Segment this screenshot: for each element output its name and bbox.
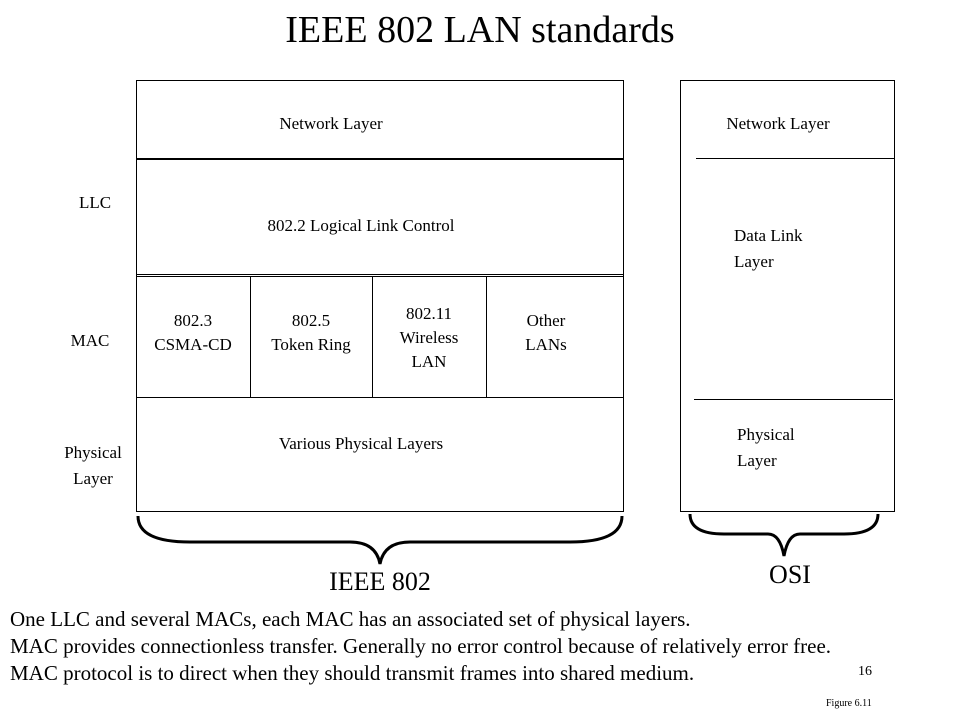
osi-network-layer-label: Network Layer [726,114,830,133]
osi-data-link-line1: Data Link [734,226,803,245]
mac-other-line2: LANs [525,335,567,354]
physical-side-label-line1: Physical [64,443,122,462]
page-title: IEEE 802 LAN standards [285,9,675,51]
physical-side-label: Physical Layer [58,440,128,492]
notes: One LLC and several MACs, each MAC has a… [10,606,955,687]
mac-cell-802-5: 802.5 Token Ring [250,309,372,357]
mac-other-line1: Other [526,311,566,330]
note-line-3: MAC protocol is to direct when they shou… [10,661,695,685]
osi-physical-label: Physical Layer [737,422,795,474]
mac-802-11-name-line1: Wireless [399,328,459,347]
mac-cell-802-11: 802.11 Wireless LAN [372,302,486,374]
mac-divider-1 [250,277,251,397]
llc-box-label: 802.2 Logical Link Control [267,216,455,235]
osi-physical-line1: Physical [737,425,795,444]
llc-side-label: LLC [78,193,112,212]
osi-stack [680,80,895,512]
figure-reference: Figure 6.11 [826,698,872,709]
ieee-network-layer-label: Network Layer [279,114,383,133]
mac-cell-other: Other LANs [486,309,606,357]
ieee-802-caption: IEEE 802 [329,567,431,596]
mac-802-5-name: Token Ring [271,335,351,354]
osi-physical-divider [694,399,893,400]
mac-802-3-name: CSMA-CD [154,335,232,354]
mac-802-5-number: 802.5 [291,311,331,330]
mac-802-11-number: 802.11 [405,304,453,323]
note-line-1: One LLC and several MACs, each MAC has a… [10,607,691,631]
osi-caption: OSI [769,560,811,589]
note-line-2: MAC provides connectionless transfer. Ge… [10,634,832,658]
osi-brace [688,513,880,557]
osi-data-link-line2: Layer [734,252,774,271]
mac-cell-802-3: 802.3 CSMA-CD [136,309,250,357]
network-llc-divider [136,158,624,160]
ieee-802-stack [136,80,624,512]
mac-802-3-number: 802.3 [173,311,213,330]
mac-divider-2 [372,277,373,397]
mac-physical-divider [136,397,624,398]
page-number: 16 [858,664,872,679]
llc-mac-divider [136,274,624,277]
physical-side-label-line2: Layer [73,469,113,488]
ieee-802-brace [136,515,624,565]
mac-802-11-name-line2: LAN [411,352,447,371]
physical-layers-label: Various Physical Layers [278,434,444,453]
osi-network-divider [696,158,895,159]
osi-data-link-label: Data Link Layer [734,223,802,275]
mac-side-label: MAC [70,331,110,350]
osi-physical-line2: Layer [737,451,777,470]
mac-divider-3 [486,277,487,397]
